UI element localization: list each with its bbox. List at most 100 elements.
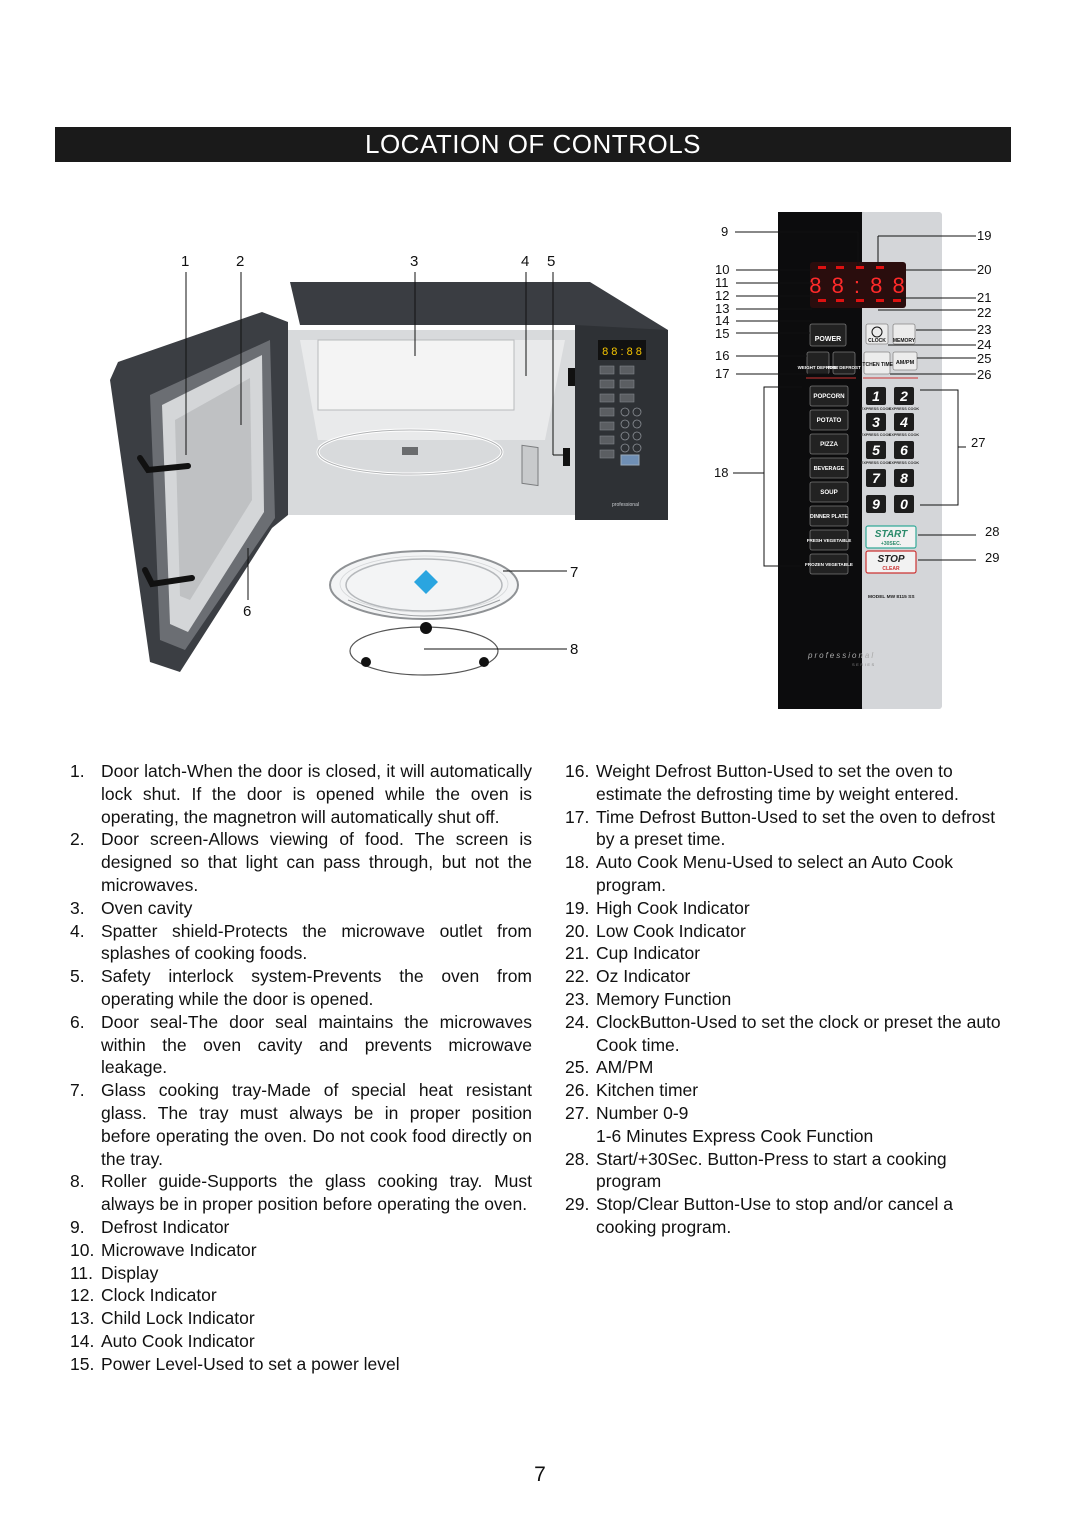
callout-18: 18 (714, 465, 728, 480)
digit-6-button[interactable]: 6 (900, 442, 908, 458)
kitchen-timer-button[interactable]: KITCHEN TIMER (857, 362, 897, 368)
express-cook-label: EXPRESS COOK (889, 433, 920, 437)
popcorn-button[interactable]: POPCORN (813, 393, 845, 400)
weight-defrost-button[interactable]: WEIGHT DEFROST (798, 365, 839, 370)
digit-0-button[interactable]: 0 (900, 496, 908, 512)
callout-29: 29 (985, 550, 999, 565)
roller-guide-illustration (349, 622, 499, 676)
soup-button[interactable]: SOUP (820, 489, 838, 496)
digit-7-button[interactable]: 7 (872, 470, 881, 486)
express-cook-label: EXPRESS COOK (861, 461, 892, 465)
brand-logo: professional (807, 651, 875, 660)
callout-19: 19 (977, 228, 991, 243)
callout-14: 14 (715, 313, 729, 328)
express-cook-label: EXPRESS COOK (889, 461, 920, 465)
legend-item: 18.Auto Cook Menu-Used to select an Auto… (565, 852, 954, 895)
stop-button[interactable]: STOP (877, 554, 904, 565)
legend-item: 22.Oz Indicator (565, 966, 691, 987)
brand-sub: SERIES (852, 662, 876, 667)
callout-20: 20 (977, 262, 991, 277)
legend-item: 5.Safety interlock system-Prevents the o… (70, 966, 532, 1009)
legend-item: 9.Defrost Indicator (70, 1216, 230, 1237)
callout-16: 16 (715, 348, 729, 363)
callout-25: 25 (977, 351, 991, 366)
legend-item: 8.Roller guide-Supports the glass cookin… (70, 1171, 532, 1215)
legend-left-column: 1.Door latch-When the door is closed, it… (70, 760, 532, 1376)
legend-item: 27.Number 0-9 (565, 1102, 689, 1123)
legend-item: 24.ClockButton-Used to set the clock or … (565, 1011, 1001, 1055)
express-cook-label: EXPRESS COOK (889, 407, 920, 411)
callout-5: 5 (547, 253, 555, 270)
digit-3-button[interactable]: 3 (872, 414, 880, 430)
callout-13: 13 (715, 301, 729, 316)
legend-item: 1.Door latch-When the door is closed, it… (70, 761, 532, 827)
digit-8-button[interactable]: 8 (900, 470, 908, 486)
legend-right-column: 16.Weight Defrost Button-Used to set the… (565, 760, 1005, 1239)
legend-item: 25.AM/PM (565, 1057, 654, 1078)
fresh-vegetable-button[interactable]: FRESH VEGETABLE (807, 538, 852, 543)
legend-item: 26.Kitchen timer (565, 1080, 699, 1101)
digit-1-button[interactable]: 1 (872, 388, 880, 404)
callout-1: 1 (181, 253, 189, 270)
digit-4-button[interactable]: 4 (899, 414, 908, 430)
pizza-button[interactable]: PIZZA (820, 441, 838, 448)
callout-24: 24 (977, 337, 991, 352)
panel-display-text: 8 8 : 8 8 (809, 273, 907, 298)
legend-item: 28.Start/+30Sec. Button-Press to start a… (565, 1148, 947, 1192)
legend-item: 20.Low Cook Indicator (565, 920, 746, 941)
callout-8: 8 (570, 641, 578, 658)
express-cook-label: EXPRESS COOK (861, 433, 892, 437)
frozen-vegetable-button[interactable]: FROZEN VEGETABLE (805, 562, 853, 567)
digit-9-button[interactable]: 9 (872, 496, 880, 512)
page-number: 7 (534, 1463, 546, 1486)
legend-item: 13.Child Lock Indicator (70, 1308, 255, 1329)
digit-2-button[interactable]: 2 (899, 388, 908, 404)
time-defrost-button[interactable]: TIME DEFROST (827, 365, 861, 370)
callout-27: 27 (971, 435, 985, 450)
callout-11: 11 (715, 275, 729, 290)
legend-item: 4.Spatter shield-Protects the microwave … (70, 920, 532, 964)
callout-7: 7 (570, 564, 578, 581)
legend-item: 3.Oven cavity (70, 897, 193, 918)
microwave-diagram: 8 8 : 8 8 professional (110, 212, 999, 709)
legend-item: 7.Glass cooking tray-Made of special hea… (70, 1080, 532, 1169)
start-sub-label: +30SEC. (881, 541, 902, 547)
callout-28: 28 (985, 524, 999, 539)
legend-item: 1-6 Minutes Express Cook Function (596, 1125, 874, 1146)
dinner-plate-button[interactable]: DINNER PLATE (810, 514, 848, 520)
legend-item: 16.Weight Defrost Button-Used to set the… (565, 761, 959, 804)
potato-button[interactable]: POTATO (817, 417, 842, 424)
ampm-button[interactable]: AM/PM (896, 360, 915, 366)
clock-button[interactable]: CLOCK (868, 338, 886, 344)
model-label: MODEL MW 8115 SS (868, 594, 915, 600)
legend-item: 15.Power Level-Used to set a power level (70, 1353, 400, 1374)
power-button[interactable]: POWER (815, 336, 841, 343)
svg-text:professional: professional (612, 502, 639, 508)
callout-2: 2 (236, 253, 244, 270)
callout-23: 23 (977, 322, 991, 337)
legend-item: 19.High Cook Indicator (565, 897, 750, 918)
callout-6: 6 (243, 603, 251, 620)
legend-item: 21.Cup Indicator (565, 943, 701, 964)
beverage-button[interactable]: BEVERAGE (814, 466, 845, 472)
oven-illustration: 8 8 : 8 8 professional (110, 282, 668, 672)
control-panel: 8 8 : 8 8 POWER WEIGHT DEFROST TIME DEFR… (778, 212, 942, 709)
legend-item: 12.Clock Indicator (70, 1285, 217, 1306)
legend-item: 17.Time Defrost Button-Used to set the o… (565, 806, 996, 850)
legend-item: 14.Auto Cook Indicator (70, 1330, 255, 1351)
callout-17: 17 (715, 366, 729, 381)
glass-tray-illustration (329, 550, 519, 620)
callout-12: 12 (715, 288, 729, 303)
start-button[interactable]: START (875, 529, 908, 540)
digit-5-button[interactable]: 5 (872, 442, 880, 458)
oven-display-text: 8 8 : 8 8 (602, 346, 642, 358)
callout-4: 4 (521, 253, 529, 270)
memory-button[interactable]: MEMORY (893, 338, 916, 344)
legend-item: 2.Door screen-Allows viewing of food. Th… (70, 829, 532, 895)
legend-item: 23.Memory Function (565, 988, 732, 1009)
express-cook-label: EXPRESS COOK (861, 407, 892, 411)
stop-sub-label: CLEAR (882, 566, 900, 572)
callout-22: 22 (977, 305, 991, 320)
legend-item: 29.Stop/Clear Button-Use to stop and/or … (565, 1194, 954, 1237)
callout-26: 26 (977, 367, 991, 382)
